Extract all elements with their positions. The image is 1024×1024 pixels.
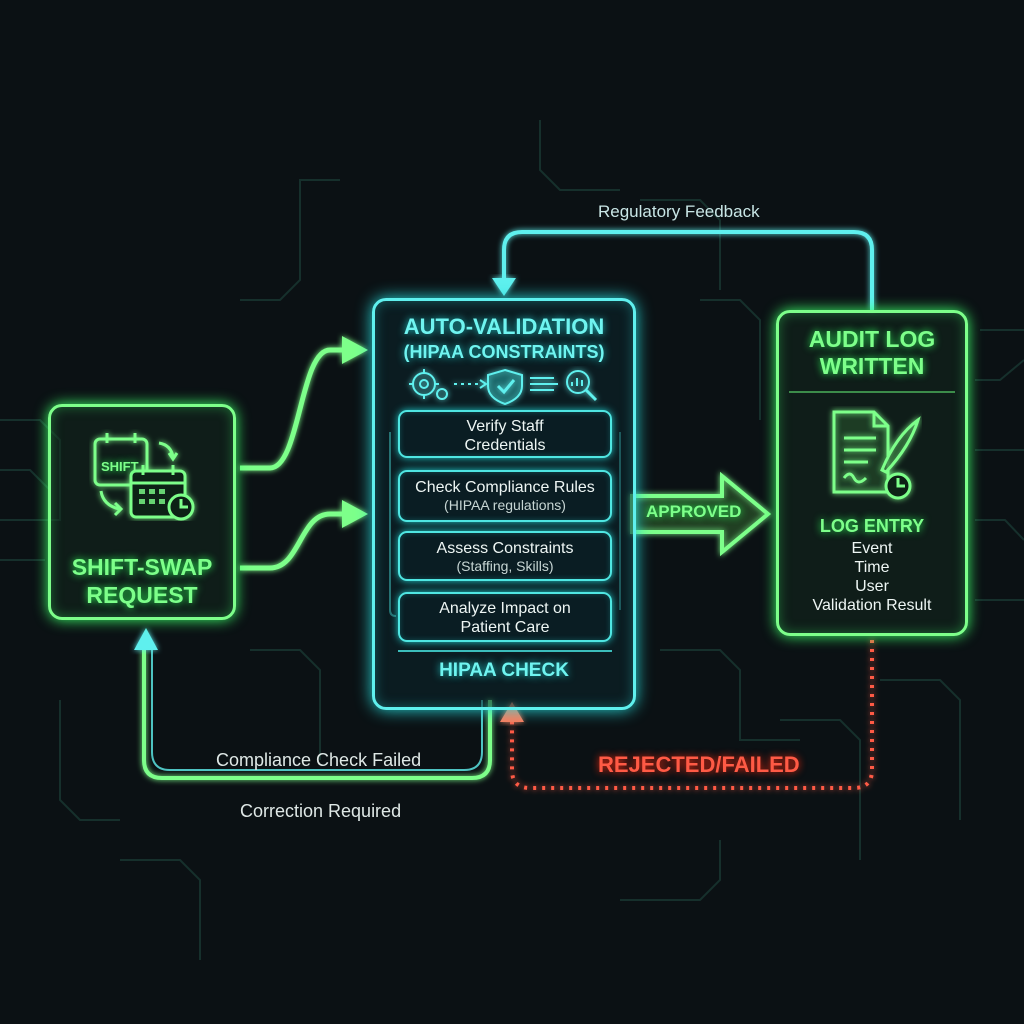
step-check-compliance[interactable]: Check Compliance Rules (HIPAA regulation… (398, 470, 612, 522)
regulatory-feedback-arrow-head (492, 278, 516, 296)
audit-title-divider (789, 391, 955, 393)
shield-check-icon (487, 368, 523, 406)
shift-swap-request-node[interactable]: SHIFT SHIFT-SWAP REQUEST (48, 404, 236, 620)
request-title-line-2: REQUEST (86, 582, 198, 608)
log-entry-heading: LOG ENTRY (819, 516, 925, 536)
audit-title-line-2: WRITTEN (819, 353, 925, 379)
step-1-line-2: Credentials (464, 437, 546, 454)
validation-icon-row (409, 368, 598, 406)
compliance-failed-connector (142, 650, 492, 780)
step-3-sub: (Staffing, Skills) (456, 558, 554, 574)
compliance-failed-label: Compliance Check Failed (216, 750, 422, 770)
step-verify-credentials[interactable]: Verify Staff Credentials (398, 410, 612, 458)
arrow-head-lower (342, 500, 368, 528)
regulatory-feedback-label: Regulatory Feedback (598, 202, 760, 221)
footer-divider (398, 650, 612, 652)
request-to-validation-arrows (240, 347, 345, 571)
calendar-label: SHIFT (101, 459, 139, 474)
gear-check-icon (409, 369, 448, 400)
log-field-time: Time (854, 559, 890, 576)
log-field-event: Event (851, 540, 893, 557)
step-4-line-2: Patient Care (460, 619, 550, 636)
approved-arrow (630, 471, 772, 557)
step-analyze-impact[interactable]: Analyze Impact on Patient Care (398, 592, 612, 642)
correction-required-label: Correction Required (240, 801, 402, 821)
validation-title: AUTO-VALIDATION (403, 314, 605, 339)
log-field-user: User (855, 578, 889, 595)
approved-label: APPROVED (646, 502, 742, 521)
compliance-failed-arrow-head (134, 628, 158, 650)
calendar-swap-icon (93, 433, 195, 521)
validation-subtitle: (HIPAA CONSTRAINTS) (403, 342, 605, 362)
rejected-connector (510, 640, 874, 790)
background-circuit-traces (0, 120, 1024, 960)
step-assess-constraints[interactable]: Assess Constraints (Staffing, Skills) (398, 531, 612, 581)
step-2-main: Check Compliance Rules (415, 479, 595, 496)
hipaa-check-label: HIPAA CHECK (439, 660, 569, 681)
rejected-arrow-head (500, 702, 524, 722)
arrow-head-upper (342, 336, 368, 364)
log-field-validation-result: Validation Result (812, 597, 932, 614)
step-4-line-1: Analyze Impact on (439, 600, 571, 617)
step-3-main: Assess Constraints (436, 540, 574, 557)
magnifier-chart-icon (566, 370, 598, 402)
audit-title-line-1: AUDIT LOG (808, 326, 936, 352)
regulatory-feedback-connector (502, 230, 874, 310)
request-title-line-1: SHIFT-SWAP (71, 554, 213, 580)
document-quill-clock-icon (832, 410, 921, 500)
step-1-line-1: Verify Staff (466, 418, 544, 435)
step-2-sub: (HIPAA regulations) (444, 497, 566, 513)
rejected-label: REJECTED/FAILED (598, 752, 800, 777)
